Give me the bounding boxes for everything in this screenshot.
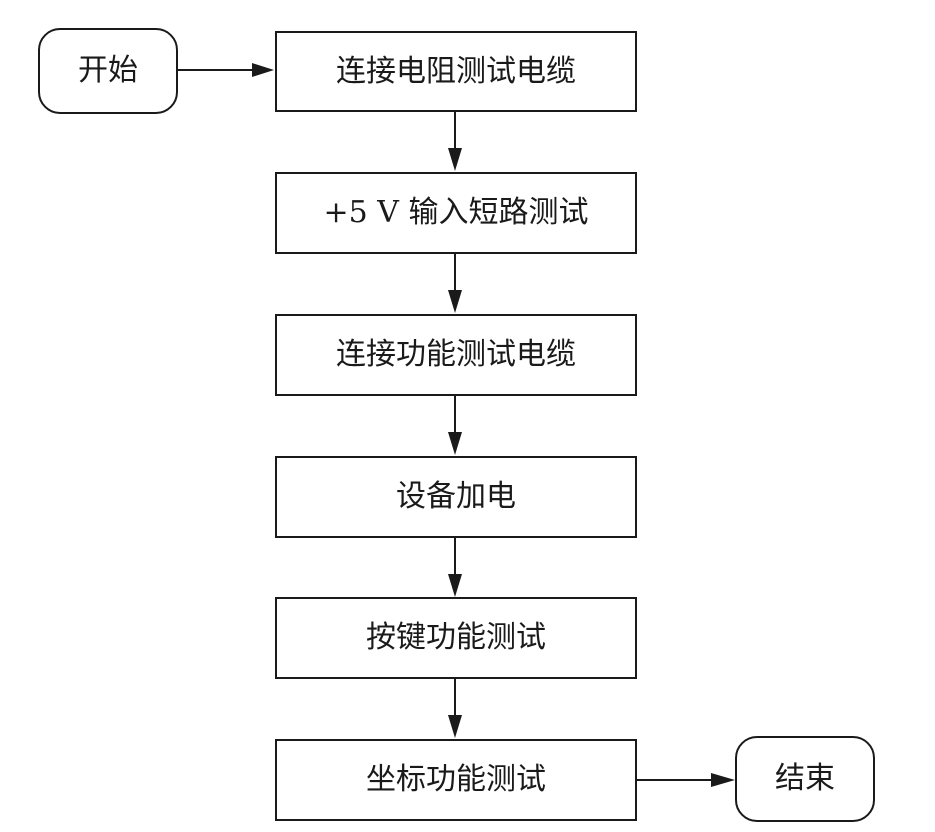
arrow-step-6-to-end xyxy=(637,773,735,787)
start-node: 开始 xyxy=(38,28,178,114)
step-5-label: 按键功能测试 xyxy=(366,620,546,655)
arrow-step-2-to-step-3 xyxy=(448,254,462,313)
step-2-box: +5 V 输入短路测试 xyxy=(275,172,637,254)
step-1-box: 连接电阻测试电缆 xyxy=(275,31,637,112)
step-3-box: 连接功能测试电缆 xyxy=(275,314,637,396)
step-4-label: 设备加电 xyxy=(396,479,516,514)
end-node: 结束 xyxy=(735,736,875,822)
step-3-label: 连接功能测试电缆 xyxy=(336,337,576,372)
step-2-label: +5 V 输入短路测试 xyxy=(323,195,589,230)
arrow-step-3-to-step-4 xyxy=(448,396,462,455)
step-4-box: 设备加电 xyxy=(275,456,637,538)
arrow-step-1-to-step-2 xyxy=(448,112,462,171)
arrow-step-4-to-step-5 xyxy=(448,538,462,597)
step-5-box: 按键功能测试 xyxy=(275,597,637,679)
arrow-step-5-to-step-6 xyxy=(448,679,462,738)
step-6-label: 坐标功能测试 xyxy=(366,762,546,797)
step-6-box: 坐标功能测试 xyxy=(275,739,637,821)
start-label: 开始 xyxy=(78,53,138,88)
end-label: 结束 xyxy=(775,761,835,796)
arrow-start-to-step-1 xyxy=(178,63,274,77)
step-1-label: 连接电阻测试电缆 xyxy=(336,53,576,89)
